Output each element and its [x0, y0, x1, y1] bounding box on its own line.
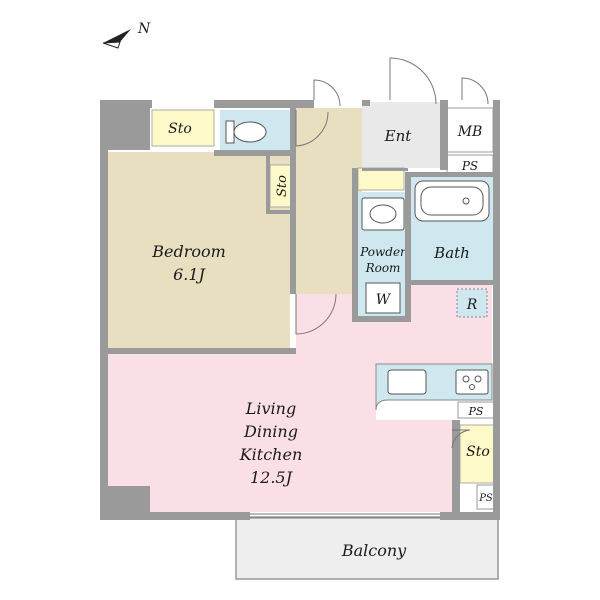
bathroom: Bath	[411, 177, 493, 280]
bedroom-label: Bedroom	[151, 242, 226, 261]
entrance-label: Ent	[384, 127, 413, 145]
pipe-space-3: PS	[476, 484, 496, 510]
ldk-size: 12.5J	[250, 468, 294, 487]
pipe-space-1-label: PS	[461, 159, 478, 173]
refrigerator-label: R	[466, 297, 478, 313]
hallway	[296, 108, 362, 294]
pipe-space-3-label: PS	[478, 493, 493, 504]
ldk-label-line3: Kitchen	[239, 445, 303, 464]
powder-room-label-line2: Room	[365, 261, 401, 275]
door-swings	[250, 57, 489, 519]
balcony-label: Balcony	[341, 541, 407, 560]
washer-space	[365, 282, 401, 314]
washbasin-icon	[361, 197, 405, 231]
toilet-room	[220, 110, 294, 154]
pipe-space-2: PS	[457, 401, 495, 419]
kitchen-counter	[375, 363, 493, 411]
storage-right: Sto	[459, 424, 495, 484]
stove-icon	[455, 369, 489, 395]
bath-label: Bath	[433, 244, 470, 262]
meter-box-label: MB	[457, 124, 483, 140]
storage-mid-label: Sto	[275, 175, 290, 197]
entrance: Ent	[362, 102, 440, 168]
walls	[100, 100, 500, 520]
bedroom-size: 6.1J	[173, 265, 206, 284]
toilet-icon	[225, 120, 267, 144]
compass: N	[102, 21, 151, 49]
balcony: Balcony	[235, 516, 499, 580]
living-dining-kitchen: Living Dining Kitchen 12.5J	[108, 283, 492, 512]
storage-top: Sto	[151, 109, 215, 147]
pipe-space-1: PS	[446, 154, 494, 176]
bedroom: Bedroom 6.1J	[108, 152, 290, 348]
refrigerator-space: R	[456, 288, 488, 318]
washer-label: W	[376, 292, 392, 308]
pipe-space-2-label: PS	[468, 405, 484, 418]
storage-mid: Sto	[269, 164, 293, 208]
ldk-label-line1: Living	[245, 399, 296, 418]
storage-right-label: Sto	[466, 444, 490, 460]
powder-room: Powder Room W	[356, 167, 408, 316]
compass-label: N	[137, 21, 151, 37]
meter-box: MB	[446, 107, 494, 153]
powder-room-label-line1: Powder	[359, 245, 407, 259]
bathtub-icon	[414, 180, 490, 222]
storage-top-label: Sto	[168, 121, 192, 137]
north-arrow-icon	[102, 29, 131, 49]
ldk-label-line2: Dining	[243, 422, 298, 441]
sink-icon	[387, 369, 427, 395]
